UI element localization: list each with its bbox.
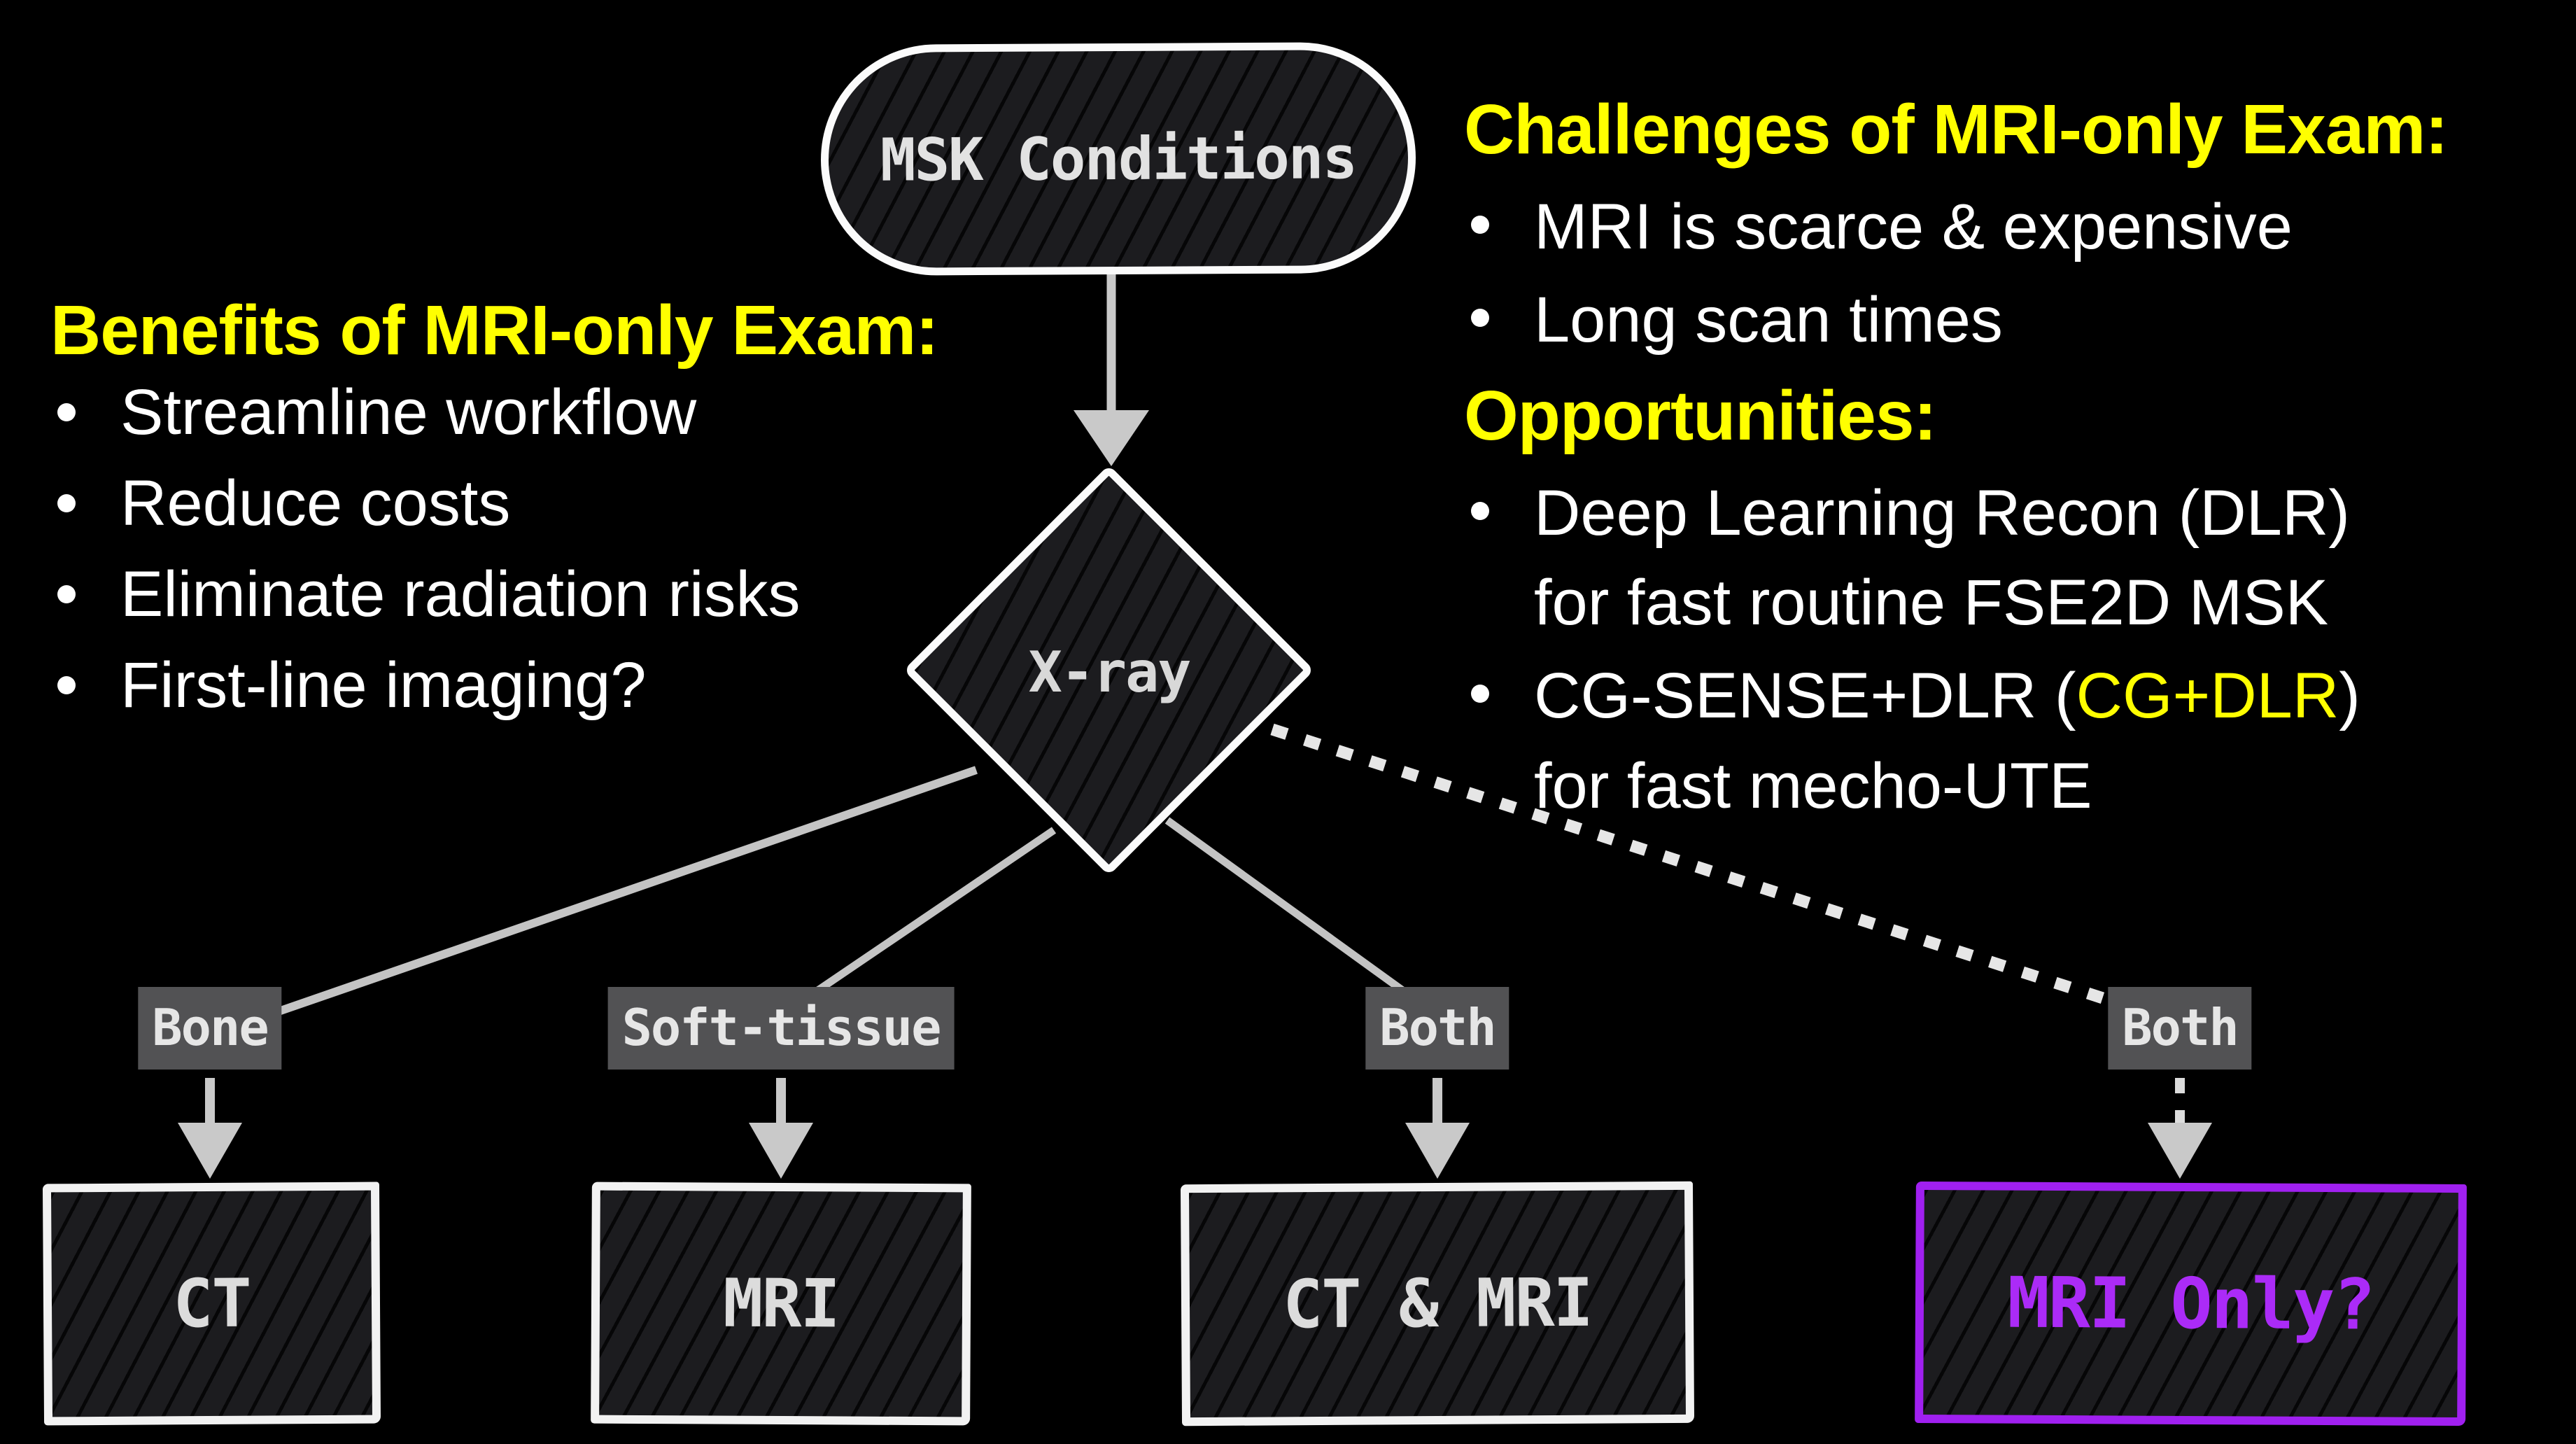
outcome-box-ct-mri: CT & MRI xyxy=(1180,1181,1695,1427)
bullet-text-accent: CG+DLR xyxy=(2076,660,2339,732)
benefits-bullet-list: Streamline workflow Reduce costs Elimina… xyxy=(50,380,1100,717)
list-item: Deep Learning Recon (DLR) for fast routin… xyxy=(1464,468,2556,649)
root-node-label: MSK Conditions xyxy=(880,123,1357,195)
outcome-ct-label: CT xyxy=(172,1265,251,1343)
arrowhead-both-to-mri-only xyxy=(2148,1123,2212,1179)
bullet-text-line2: for fast mecho-UTE xyxy=(1534,750,2092,822)
list-item: MRI is scarce & expensive xyxy=(1464,182,2556,272)
bullet-dot-icon xyxy=(1471,308,1489,327)
benefits-panel: Benefits of MRI-only Exam: Streamline wo… xyxy=(50,290,1100,744)
list-item: Reduce costs xyxy=(50,471,1100,535)
bullet-dot-icon xyxy=(1471,501,1489,520)
outcome-box-mri: MRI xyxy=(591,1182,971,1426)
bullet-text-segment: ) xyxy=(2339,660,2360,732)
bullet-text-segment: CG-SENSE+DLR ( xyxy=(1534,660,2076,732)
bullet-text: Reduce costs xyxy=(120,468,511,539)
bullet-dot-icon xyxy=(1471,685,1489,703)
list-item: First-line imaging? xyxy=(50,653,1100,717)
challenges-heading: Challenges of MRI-only Exam: xyxy=(1464,90,2449,169)
bullet-text: Deep Learning Recon (DLR) for fast routin… xyxy=(1534,468,2556,649)
outcome-mri-label: MRI xyxy=(722,1265,840,1343)
branch-label-soft-tissue: Soft-tissue xyxy=(607,987,955,1070)
bullet-dot-icon xyxy=(57,676,76,694)
bullet-text: MRI is scarce & expensive xyxy=(1534,191,2293,262)
outcome-box-ct: CT xyxy=(42,1182,381,1426)
outcome-ct-mri-label: CT & MRI xyxy=(1282,1264,1593,1343)
arrowhead-bone-to-ct xyxy=(178,1123,242,1179)
branch-label-bone: Bone xyxy=(138,987,282,1070)
connector-decision-to-both-dotted xyxy=(1270,723,2131,1013)
list-item: Long scan times xyxy=(1464,275,2556,365)
bullet-dot-icon xyxy=(1471,216,1489,234)
arrowhead-root-to-decision xyxy=(1074,410,1149,466)
opportunities-bullet-list: Deep Learning Recon (DLR) for fast routin… xyxy=(1464,468,2556,832)
bullet-dot-icon xyxy=(57,585,76,603)
bullet-text: Long scan times xyxy=(1534,283,2003,356)
challenges-bullet-list: MRI is scarce & expensive Long scan time… xyxy=(1464,182,2556,365)
list-item: CG-SENSE+DLR (CG+DLR) for fast mecho-UTE xyxy=(1464,651,2556,832)
list-item: Eliminate radiation risks xyxy=(50,562,1100,626)
branch-label-both: Both xyxy=(1365,987,1509,1070)
arrowhead-both-to-ct-mri xyxy=(1405,1123,1470,1179)
bullet-text: CG-SENSE+DLR (CG+DLR) for fast mecho-UTE xyxy=(1534,651,2556,832)
arrowhead-soft-tissue-to-mri xyxy=(749,1123,813,1179)
decision-node-xray-label: X-ray xyxy=(1028,639,1192,705)
benefits-heading: Benefits of MRI-only Exam: xyxy=(50,291,939,370)
bullet-text: Eliminate radiation risks xyxy=(120,559,801,630)
outcome-mri-only-label: MRI Only? xyxy=(2007,1261,2374,1346)
connector-decision-to-both xyxy=(1164,817,1437,1017)
bullet-dot-icon xyxy=(57,403,76,421)
list-item: Streamline workflow xyxy=(50,380,1100,444)
challenges-opportunities-panel: Challenges of MRI-only Exam: MRI is scar… xyxy=(1464,90,2556,834)
root-node-msk-conditions: MSK Conditions xyxy=(820,41,1416,276)
connector-decision-to-soft-tissue xyxy=(781,827,1057,1017)
bullet-dot-icon xyxy=(57,494,76,512)
branch-label-both-dotted: Both xyxy=(2108,987,2252,1070)
opportunities-heading: Opportunities: xyxy=(1464,376,1937,455)
bullet-text: First-line imaging? xyxy=(120,650,647,721)
outcome-box-mri-only: MRI Only? xyxy=(1915,1181,2467,1427)
bullet-text: Streamline workflow xyxy=(120,377,697,448)
bullet-text-line2: for fast routine FSE2D MSK xyxy=(1534,567,2329,639)
bullet-text-segment: Deep Learning Recon (DLR) xyxy=(1534,477,2350,549)
connector-decision-to-bone xyxy=(277,766,978,1016)
